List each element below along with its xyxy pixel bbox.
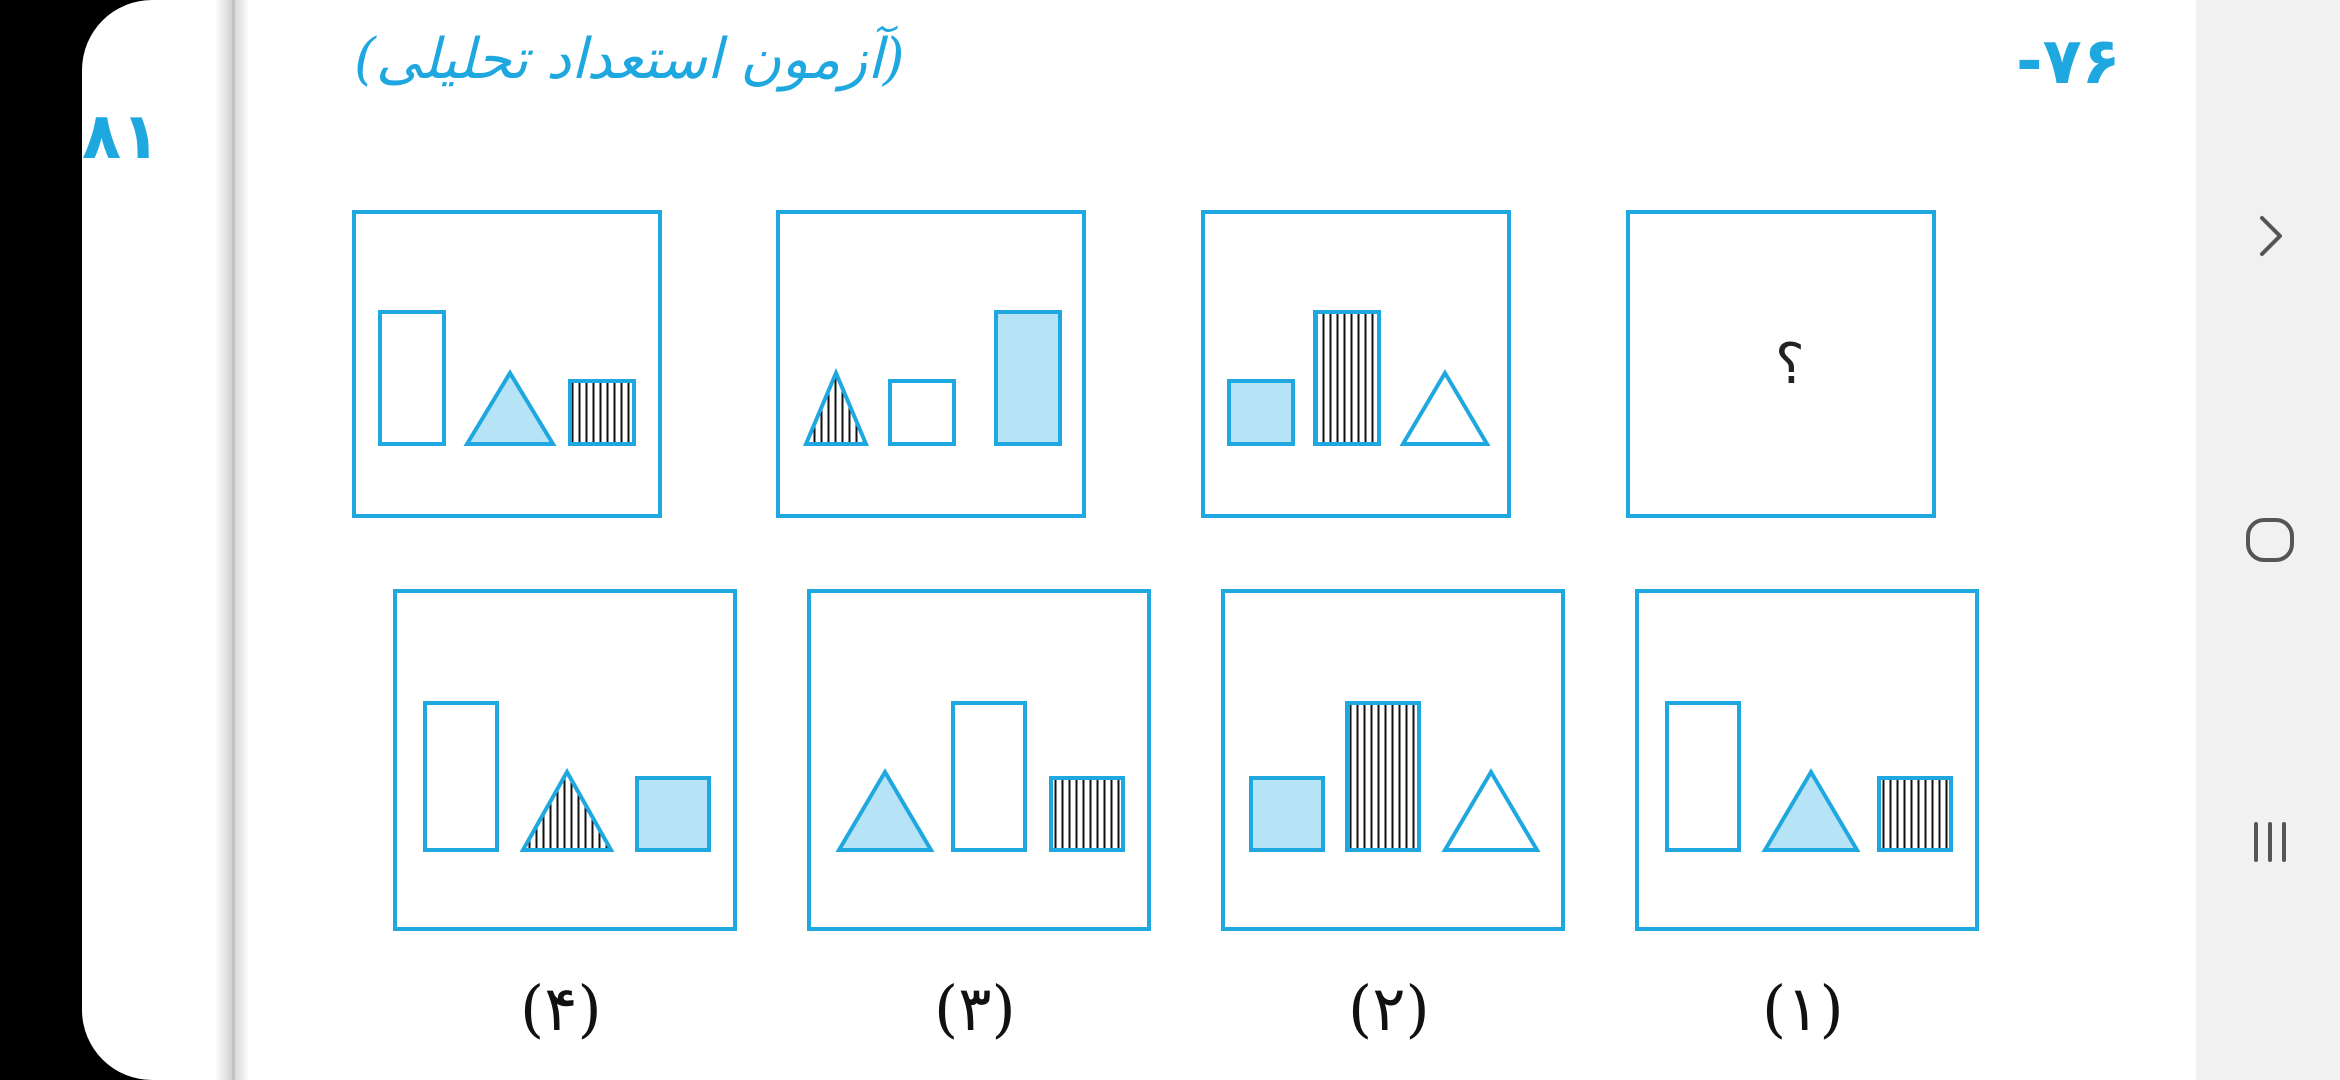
- tall-rect: [423, 701, 499, 852]
- triangle: [802, 367, 870, 446]
- triangle: [1441, 768, 1541, 852]
- tall-rect: [1313, 310, 1381, 446]
- triangle: [1399, 369, 1491, 446]
- square: [1249, 776, 1325, 852]
- previous-page-number: ۸۱: [82, 100, 161, 174]
- chevron-right-icon[interactable]: [2240, 206, 2300, 266]
- tall-rect: [994, 310, 1062, 446]
- square: [568, 379, 636, 446]
- recents-icon[interactable]: [2240, 812, 2300, 872]
- square: [1877, 776, 1953, 852]
- option-1-label: (۱): [1762, 972, 1844, 1045]
- square: [635, 776, 711, 852]
- triangle: [835, 768, 935, 852]
- square: [1227, 379, 1295, 446]
- option-3-box[interactable]: [807, 589, 1151, 931]
- question-tag: (آزمون استعداد تحلیلی): [354, 27, 905, 92]
- option-4-label: (۴): [520, 972, 602, 1045]
- triangle: [1761, 768, 1861, 852]
- triangle: [463, 369, 557, 446]
- square: [888, 379, 956, 446]
- question-number: -۷۶: [2016, 25, 2121, 99]
- tall-rect: [1345, 701, 1421, 852]
- square: [1049, 776, 1125, 852]
- tall-rect: [1665, 701, 1741, 852]
- system-navigation-bar: [2196, 0, 2340, 1080]
- missing-question-mark: ؟: [1775, 332, 1805, 397]
- tall-rect: [378, 310, 446, 446]
- option-2-box[interactable]: [1221, 589, 1565, 931]
- triangle: [519, 767, 615, 852]
- book-spine-line: [232, 0, 235, 1080]
- option-1-box[interactable]: [1635, 589, 1979, 931]
- option-4-box[interactable]: [393, 589, 737, 931]
- sequence-box-2: [1201, 210, 1511, 518]
- sequence-box-4: [352, 210, 662, 518]
- sequence-box-3: [776, 210, 1086, 518]
- home-icon[interactable]: [2240, 510, 2300, 570]
- option-2-label: (۲): [1348, 972, 1430, 1045]
- tall-rect: [951, 701, 1027, 852]
- sequence-box-1-missing: [1626, 210, 1936, 518]
- option-3-label: (۳): [934, 972, 1016, 1045]
